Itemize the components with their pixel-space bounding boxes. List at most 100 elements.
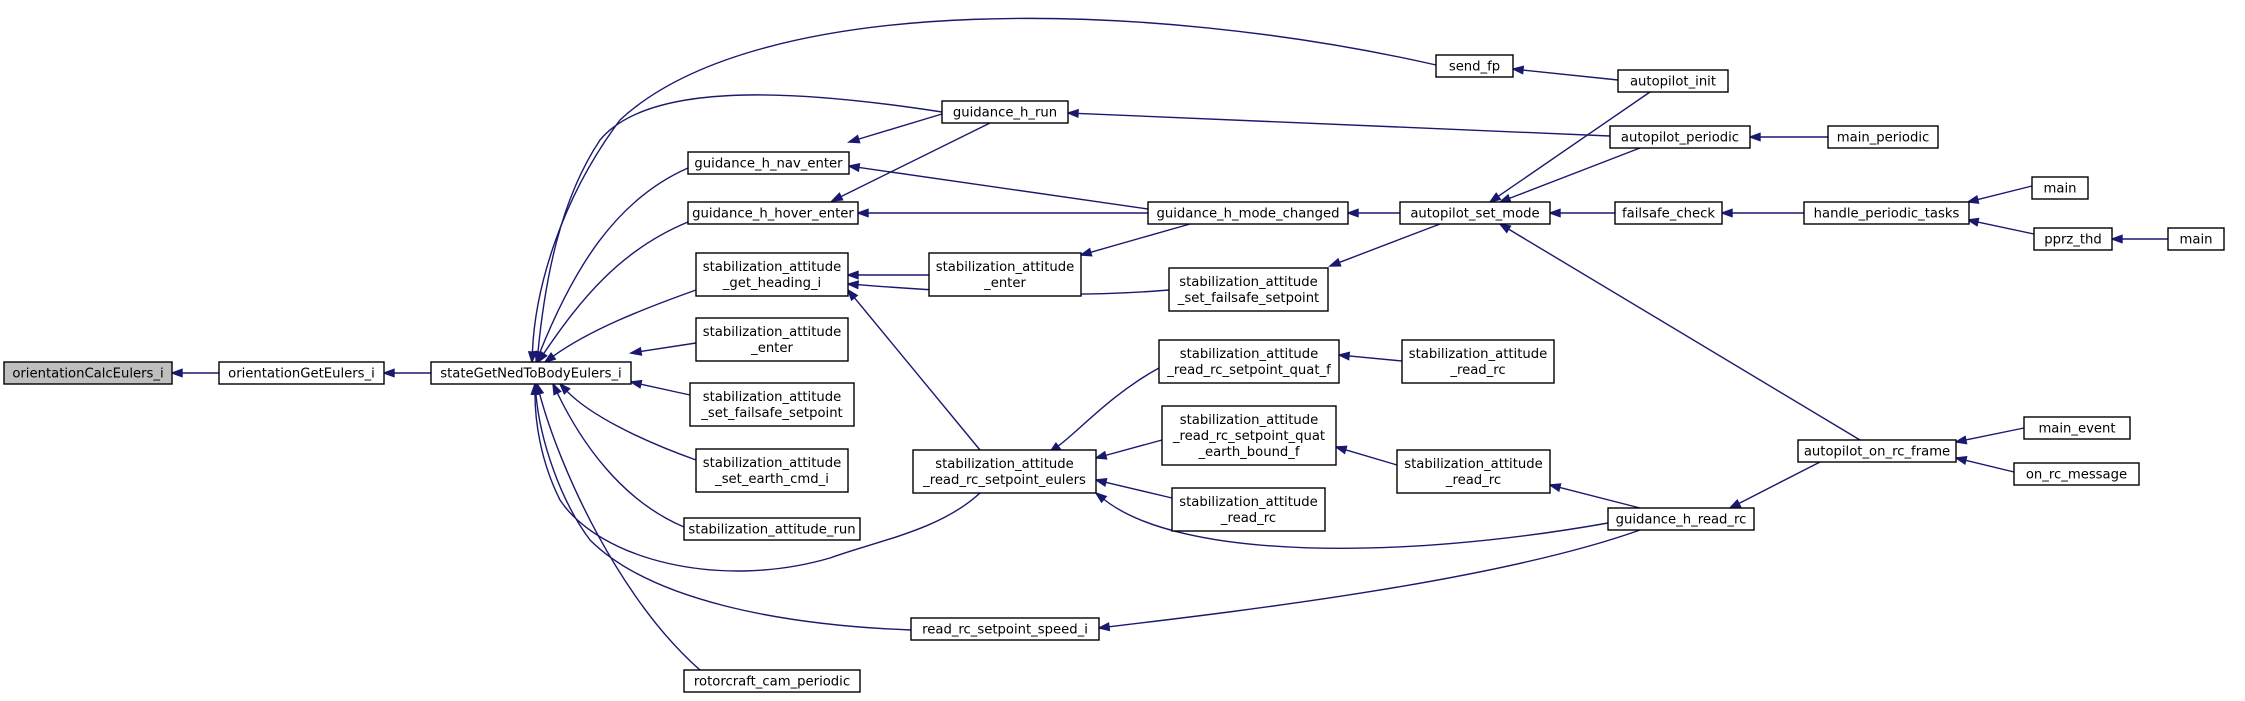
- node-guidance_h_nav_enter[interactable]: guidance_h_nav_enter: [687, 151, 850, 175]
- arrowhead-icon: [1093, 477, 1108, 487]
- edge-stab_att_read_rc_b-to-stab_att_read_rc_sp_quat_earth_bound_f: [1334, 445, 1398, 466]
- node-label: autopilot_on_rc_frame: [1804, 445, 1950, 460]
- arrowhead-icon: [846, 288, 859, 302]
- edge-line: [1345, 449, 1398, 466]
- node-box: [2023, 416, 2131, 440]
- node-box: [430, 361, 632, 385]
- arrowhead-icon: [1747, 132, 1761, 142]
- node-autopilot_periodic[interactable]: autopilot_periodic: [1609, 125, 1751, 149]
- node-pprz_thd[interactable]: pprz_thd: [2033, 227, 2113, 251]
- node-stab_att_run[interactable]: stabilization_attitude_run: [683, 517, 861, 541]
- edge-guidance_h_mode_changed-to-stab_att_enter_b: [1079, 223, 1191, 257]
- node-failsafe_check[interactable]: failsafe_check: [1614, 201, 1723, 225]
- node-guidance_h_run[interactable]: guidance_h_run: [941, 100, 1069, 124]
- arrowhead-icon: [527, 351, 538, 365]
- node-label: main_periodic: [1837, 131, 1929, 146]
- edge-line: [538, 393, 701, 671]
- arrowhead-icon: [1096, 622, 1111, 632]
- arrowhead-icon: [1498, 222, 1512, 234]
- edge-guidance_h_read_rc-to-read_rc_setpoint_speed_i: [1096, 529, 1641, 632]
- node-label: stabilization_attitude: [703, 325, 841, 340]
- node-box: [683, 517, 861, 541]
- node-label: handle_periodic_tasks: [1814, 207, 1960, 222]
- edge-autopilot_init-to-autopilot_set_mode: [1488, 91, 1651, 204]
- node-main_a[interactable]: main: [2031, 176, 2089, 200]
- node-box: [2167, 227, 2225, 251]
- node-main_b[interactable]: main: [2167, 227, 2225, 251]
- edge-stateGetNedToBodyEulers_i-to-orientationGetEulers_i: [381, 368, 431, 378]
- node-guidance_h_hover_enter[interactable]: guidance_h_hover_enter: [687, 201, 859, 225]
- node-rotorcraft_cam_periodic[interactable]: rotorcraft_cam_periodic: [683, 669, 861, 693]
- edge-line: [640, 342, 697, 353]
- arrowhead-icon: [381, 368, 395, 378]
- node-stab_att_set_earth_cmd_i[interactable]: stabilization_attitude_set_earth_cmd_i: [695, 448, 849, 493]
- edge-line: [1339, 223, 1441, 264]
- arrowhead-icon: [1336, 351, 1351, 361]
- node-label: stabilization_attitude: [1179, 275, 1317, 290]
- edge-stab_att_read_rc_setpoint_eulers-to-stab_att_get_heading_i: [846, 288, 981, 451]
- node-autopilot_init[interactable]: autopilot_init: [1617, 69, 1729, 93]
- node-orientationGetEulers_i[interactable]: orientationGetEulers_i: [218, 361, 385, 385]
- node-label: guidance_h_read_rc: [1616, 513, 1747, 528]
- node-send_fp[interactable]: send_fp: [1435, 54, 1514, 78]
- arrowhead-icon: [1094, 450, 1108, 460]
- edge-line: [1559, 486, 1641, 509]
- node-box: [1614, 201, 1723, 225]
- edge-layer: [169, 17, 2168, 671]
- node-label: autopilot_init: [1630, 75, 1716, 90]
- edge-line: [1965, 459, 2015, 473]
- edge-guidance_h_hover_enter-to-stateGetNedToBodyEulers_i: [536, 221, 689, 364]
- node-handle_periodic_tasks[interactable]: handle_periodic_tasks: [1803, 201, 1970, 225]
- node-main_event[interactable]: main_event: [2023, 416, 2131, 440]
- edge-line: [537, 94, 943, 353]
- edge-stab_att_read_rc_sp_quat_earth_bound_f-to-stab_att_read_rc_setpoint_eulers: [1094, 439, 1163, 460]
- edge-main_periodic-to-autopilot_periodic: [1747, 132, 1828, 142]
- arrowhead-icon: [1328, 257, 1342, 267]
- node-label: _earth_bound_f: [1197, 445, 1299, 460]
- node-orientationCalcEulers_i[interactable]: orientationCalcEulers_i: [3, 361, 173, 385]
- node-stab_att_read_rc_b[interactable]: stabilization_attitude_read_rc: [1396, 449, 1551, 494]
- arrowhead-icon: [1510, 65, 1525, 75]
- node-stab_att_read_rc_c[interactable]: stabilization_attitude_read_rc: [1171, 487, 1326, 532]
- edge-on_rc_message-to-autopilot_on_rc_frame: [1953, 456, 2015, 473]
- node-label: _read_rc: [1449, 363, 1505, 378]
- node-box: [689, 382, 855, 427]
- node-label: _enter: [983, 276, 1026, 291]
- arrowhead-icon: [1953, 456, 1968, 465]
- edge-autopilot_init-to-send_fp: [1510, 65, 1619, 81]
- node-label: main: [2180, 233, 2213, 248]
- node-label: stabilization_attitude: [703, 456, 841, 471]
- edge-line: [1977, 221, 2035, 235]
- node-autopilot_set_mode[interactable]: autopilot_set_mode: [1399, 201, 1551, 225]
- arrowhead-icon: [1345, 208, 1359, 218]
- node-autopilot_on_rc_frame[interactable]: autopilot_on_rc_frame: [1797, 439, 1957, 463]
- edge-line: [1522, 69, 1619, 81]
- node-stab_att_read_rc_setpoint_eulers[interactable]: stabilization_attitude_read_rc_setpoint_…: [912, 449, 1097, 494]
- node-stab_att_read_rc_sp_quat_f[interactable]: stabilization_attitude_read_rc_setpoint_…: [1158, 339, 1340, 384]
- node-stab_att_enter_b[interactable]: stabilization_attitude_enter: [928, 252, 1082, 297]
- node-stab_att_set_failsafe_a[interactable]: stabilization_attitude_set_failsafe_setp…: [689, 382, 855, 427]
- node-stab_att_enter_a[interactable]: stabilization_attitude_enter: [695, 317, 849, 362]
- arrowhead-icon: [1498, 193, 1512, 203]
- node-stab_att_read_rc_a[interactable]: stabilization_attitude_read_rc: [1401, 339, 1555, 384]
- edge-guidance_h_run-to-stateGetNedToBodyEulers_i: [533, 94, 943, 365]
- edge-stab_att_read_rc_a-to-stab_att_read_rc_sp_quat_f: [1336, 351, 1403, 362]
- node-stab_att_set_failsafe_b[interactable]: stabilization_attitude_set_failsafe_setp…: [1168, 267, 1329, 312]
- node-main_periodic[interactable]: main_periodic: [1827, 125, 1939, 149]
- node-box: [1401, 339, 1555, 384]
- node-label: stabilization_attitude: [703, 260, 841, 275]
- node-read_rc_setpoint_speed_i[interactable]: read_rc_setpoint_speed_i: [910, 617, 1100, 641]
- node-guidance_h_read_rc[interactable]: guidance_h_read_rc: [1607, 507, 1755, 531]
- edge-line: [1508, 228, 1861, 441]
- node-box: [1399, 201, 1551, 225]
- node-guidance_h_mode_changed[interactable]: guidance_h_mode_changed: [1147, 201, 1349, 225]
- node-box: [1797, 439, 1957, 463]
- node-stab_att_read_rc_sp_quat_earth_bound_f[interactable]: stabilization_attitude_read_rc_setpoint_…: [1161, 405, 1337, 466]
- edge-send_fp-to-stateGetNedToBodyEulers_i: [527, 17, 1437, 365]
- edge-line: [853, 297, 981, 451]
- node-stab_att_get_heading_i[interactable]: stabilization_attitude_get_heading_i: [695, 252, 849, 297]
- node-label: stabilization_attitude: [1404, 457, 1542, 472]
- node-stateGetNedToBodyEulers_i[interactable]: stateGetNedToBodyEulers_i: [430, 361, 632, 385]
- node-label: guidance_h_run: [953, 106, 1057, 121]
- node-on_rc_message[interactable]: on_rc_message: [2013, 462, 2140, 486]
